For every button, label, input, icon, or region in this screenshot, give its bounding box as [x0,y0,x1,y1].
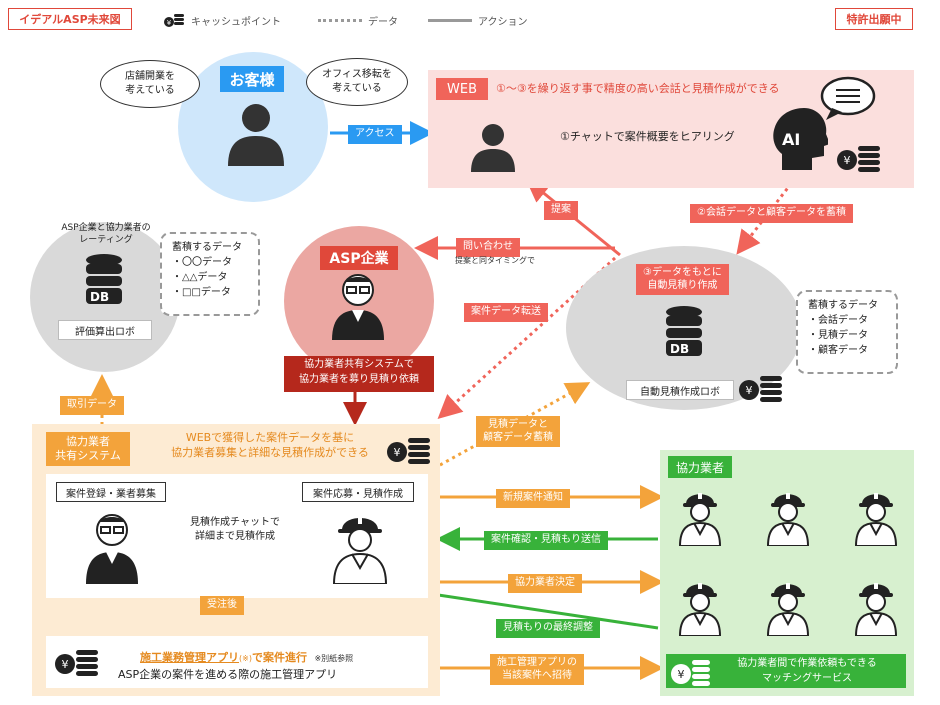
final-adjust-tag: 見積もりの最終調整 [496,619,600,638]
legend-data: データ [318,13,398,28]
speech-bubble-shop: 店舗開業を 考えている [100,60,200,108]
svg-text:¥: ¥ [844,154,851,167]
store-conversation-tag: ②会話データと顧客データを蓄積 [690,204,853,223]
left-stored-title: 蓄積するデータ [172,242,242,253]
database-icon-left [86,254,122,304]
legend-action: アクション [428,13,528,28]
new-case-tag: 新規案件通知 [496,489,570,508]
ai-head-icon [773,108,828,170]
right-stored-data-box: 蓄積するデータ ・会話データ ・見積データ ・顧客データ [796,290,898,374]
chat-bubble-icon [820,76,876,120]
partner-worker-icon [854,583,898,636]
worker-helmet-icon [332,516,388,584]
legend-cash: ¥ キャッシュポイント [163,12,281,28]
proposal-tag: 提案 [544,201,578,220]
left-stored-item-3: ・□□データ [172,287,231,298]
right-stored-title: 蓄積するデータ [808,300,878,311]
partner-worker-icon [766,583,810,636]
legend-action-label: アクション [478,17,528,28]
inquiry-note: 提案と同タイミングで [455,256,535,265]
cash-coin-icon-web: ¥ [837,146,880,172]
partner-worker-icon [766,493,810,546]
case-apply-label: 案件応募・見積作成 [302,482,414,502]
matching-text: 協力業者間で作業依頼もできる マッチングサービス [737,658,877,684]
cash-coin-icon-robot: ¥ [739,376,782,402]
transfer-tag: 案件データ転送 [464,303,548,322]
svg-text:¥: ¥ [62,658,69,671]
app-panel [46,636,428,688]
partners-label: 協力業者 [668,456,732,478]
diagram-title: イデアルASP未来図 [8,8,132,30]
svg-text:¥: ¥ [167,19,172,27]
web-label: WEB [436,78,488,100]
decide-tag: 協力業者決定 [508,574,582,593]
app-suffix: で案件進行 [251,651,307,664]
svg-text:¥: ¥ [746,384,753,397]
ai-label: AI [782,130,801,149]
left-stored-item-2: ・△△データ [172,272,228,283]
speech-bubble-office: オフィス移転を 考えている [306,58,408,106]
asp-caption: 協力業者共有システムで 協力業者を募り見積り依頼 [284,356,434,392]
auto-estimate-tag: ③データをもとに 自動見積り作成 [636,264,729,295]
left-stored-item-1: ・〇〇データ [172,257,232,268]
case-registration-label: 案件登録・業者募集 [56,482,166,502]
partner-worker-icon [854,493,898,546]
right-stored-item-2: ・見積データ [808,330,868,341]
right-stored-item-1: ・会話データ [808,315,868,326]
dotted-line-sample [318,19,362,22]
web-headline: ①〜③を繰り返す事で精度の高い会話と見積作成ができる [496,82,780,95]
auto-robot-label: 自動見積作成ロボ [626,380,734,400]
after-order-tag: 受注後 [200,596,244,615]
database-icon-right [666,306,702,356]
invite-tag: 施工管理アプリの 当該案件へ招待 [490,654,584,685]
app-description: ASP企業の案件を進める際の施工管理アプリ [118,668,338,681]
access-tag: アクセス [348,125,402,144]
share-headline: WEBで獲得した案件データを基に 協力業者募集と詳細な見積作成ができる [171,431,369,459]
db-label-left: DB [90,290,110,304]
asp-staff-icon [86,514,138,584]
trade-data-tag: 取引データ [60,396,124,415]
web-chat-text: ①チャットで案件概要をヒアリング [560,130,735,143]
app-title: 施工業務管理アプリ [140,651,239,664]
left-stored-data-box: 蓄積するデータ ・〇〇データ ・△△データ ・□□データ [160,232,260,316]
patent-badge: 特許出願中 [835,8,913,30]
db-label-right: DB [670,342,690,356]
inquiry-tag: 問い合わせ [456,238,520,257]
person-icon [228,104,284,166]
legend-data-label: データ [368,17,398,28]
svg-text:¥: ¥ [394,446,401,459]
partner-worker-icon [678,583,722,636]
rating-robot-label: 評価算出ロボ [58,320,152,340]
right-stored-item-3: ・顧客データ [808,345,868,356]
app-title-line: 施工業務管理アプリ(※)で案件進行 ※別紙参照 [140,651,353,666]
partner-worker-icon [678,493,722,546]
businessman-icon [332,274,384,340]
user-icon [471,124,515,172]
svg-text:¥: ¥ [678,668,685,681]
app-note: ※別紙参照 [314,654,354,663]
customer-label: お客様 [220,66,284,92]
solid-line-sample [428,19,472,22]
estimate-store-tag: 見積データと 顧客データ蓄積 [476,416,560,447]
estimate-chat-text: 見積作成チャットで 詳細まで見積作成 [190,517,280,542]
confirm-tag: 案件確認・見積もり送信 [484,531,608,550]
cash-coin-icon-share: ¥ [387,438,430,464]
rating-caption: ASP企業と協力業者の レーティング [61,223,151,246]
legend-cash-label: キャッシュポイント [191,16,281,28]
cash-coin-icon: ¥ [164,14,184,27]
share-system-label: 協力業者 共有システム [46,432,130,466]
app-mark: (※) [239,654,252,663]
cash-coin-icon-matching: ¥ [671,660,710,686]
asp-label: ASP企業 [320,246,398,270]
cash-coin-icon-app: ¥ [55,650,98,676]
